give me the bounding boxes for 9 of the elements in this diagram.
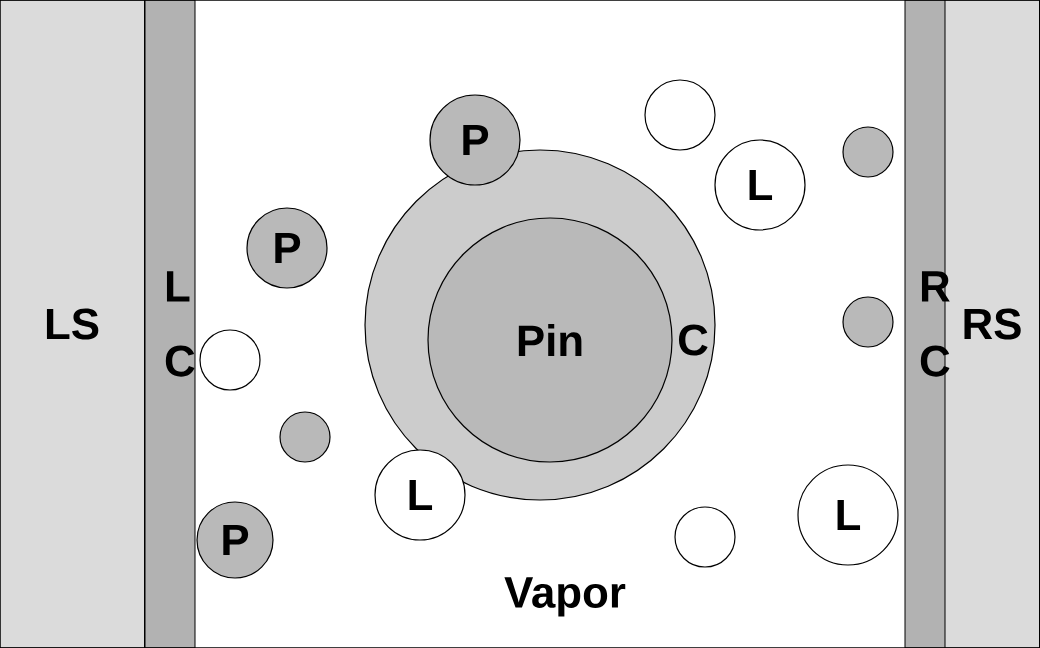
empty-circle: [279, 411, 331, 463]
empty-circle: [842, 126, 894, 178]
band: LS: [0, 0, 145, 648]
empty-circle: [644, 79, 716, 151]
empty-circle: [842, 296, 894, 348]
vapor-label: Vapor: [504, 577, 626, 617]
empty-circle: [674, 506, 736, 568]
band: L C: [144, 0, 196, 648]
empty-circle: [199, 329, 261, 391]
